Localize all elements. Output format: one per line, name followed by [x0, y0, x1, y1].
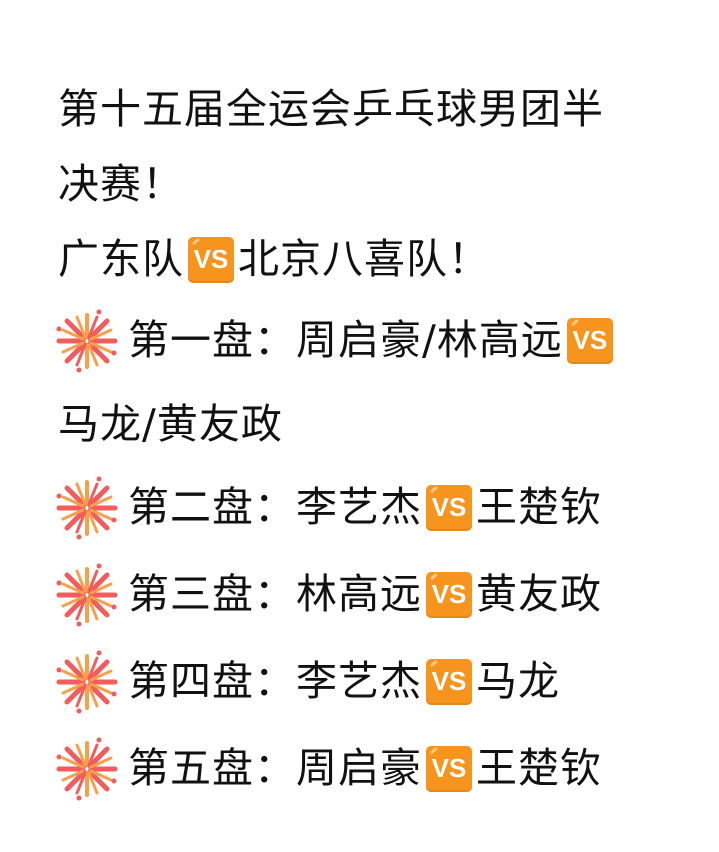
title-line-1: 第十五届全运会乒乓球男团半 [58, 72, 678, 147]
player-a: 李艺杰 [296, 657, 422, 705]
game-4-line: 第四盘： 李艺杰 VS 马龙 [58, 638, 678, 725]
game-3-line: 第三盘： 林高远 VS 黄友政 [58, 551, 678, 638]
game-label: 第四盘： [128, 657, 296, 705]
player-a: 周启豪 [296, 744, 422, 792]
team-b: 北京八喜队！ [238, 235, 490, 283]
sparkler-icon [54, 736, 120, 802]
post-content: 第十五届全运会乒乓球男团半 决赛！ 广东队 VS 北京八喜队！ 第一盘： 周启豪… [58, 72, 678, 812]
team-a: 广东队 [58, 235, 184, 283]
sparkler-icon [54, 649, 120, 715]
sparkler-icon [54, 308, 120, 374]
vs-icon: VS [566, 317, 613, 364]
player-b: 黄友政 [476, 570, 602, 618]
game-label: 第三盘： [128, 570, 296, 618]
player-a: 李艺杰 [296, 483, 422, 531]
game-1-line-cont: 马龙/黄友政 [58, 384, 678, 464]
player-b: 王楚钦 [476, 483, 602, 531]
player-a: 林高远 [296, 570, 422, 618]
title-line-2: 决赛！ [58, 147, 678, 222]
game-5-line: 第五盘： 周启豪 VS 王楚钦 [58, 725, 678, 812]
player-b: 马龙 [476, 657, 560, 705]
player-a: 周启豪/林高远 [296, 316, 563, 364]
matchup-line: 广东队 VS 北京八喜队！ [58, 222, 678, 297]
player-b: 马龙/黄友政 [58, 400, 283, 448]
vs-icon: VS [426, 571, 472, 618]
vs-icon: VS [426, 658, 472, 705]
vs-icon: VS [426, 745, 472, 792]
vs-icon: VS [188, 236, 234, 283]
game-label: 第一盘： [128, 316, 296, 364]
sparkler-icon [54, 475, 120, 541]
player-b: 王楚钦 [476, 744, 602, 792]
game-label: 第五盘： [128, 744, 296, 792]
game-label: 第二盘： [128, 483, 296, 531]
title-text: 第十五届全运会乒乓球男团半 [58, 85, 604, 133]
vs-icon: VS [426, 484, 472, 531]
game-2-line: 第二盘： 李艺杰 VS 王楚钦 [58, 464, 678, 551]
sparkler-icon [54, 562, 120, 628]
title-text: 决赛！ [58, 160, 184, 208]
game-1-line: 第一盘： 周启豪/林高远 VS [58, 297, 678, 384]
